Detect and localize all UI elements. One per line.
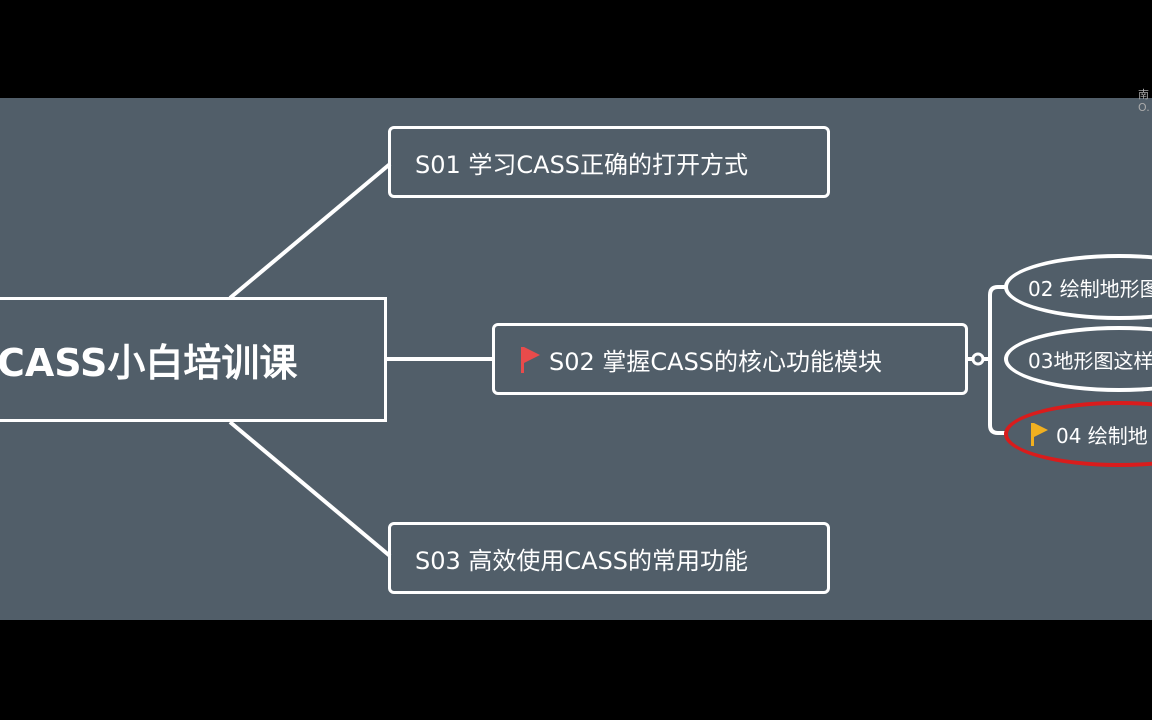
root-topic-label: CASS小白培训课 — [0, 341, 298, 385]
connector-bracket — [988, 285, 1006, 435]
subtopic-02-label: 02 绘制地形图 — [1028, 276, 1152, 301]
red-flag-icon — [519, 345, 541, 373]
yellow-flag-icon — [1030, 422, 1050, 446]
corner-text-2: O. — [1138, 101, 1150, 114]
connector-s01 — [228, 162, 392, 300]
branch-s02[interactable]: S02 掌握CASS的核心功能模块 — [492, 323, 968, 395]
branch-s02-label: S02 掌握CASS的核心功能模块 — [549, 347, 883, 376]
subtopic-04-label: 04 绘制地 — [1056, 423, 1148, 448]
branch-s01-label: S01 学习CASS正确的打开方式 — [415, 150, 749, 179]
connector-lines — [228, 162, 1006, 558]
branch-s03-label: S03 高效使用CASS的常用功能 — [415, 546, 749, 575]
root-topic[interactable]: CASS小白培训课 — [0, 297, 387, 422]
branch-s01[interactable]: S01 学习CASS正确的打开方式 — [388, 126, 830, 198]
mindmap-canvas: CASS小白培训课 S01 学习CASS正确的打开方式 S02 掌握CASS的核… — [0, 98, 1152, 620]
branch-s03[interactable]: S03 高效使用CASS的常用功能 — [388, 522, 830, 594]
connector-s03 — [228, 420, 392, 558]
collapse-toggle[interactable] — [971, 352, 985, 366]
subtopic-03-label: 03地形图这样 — [1028, 348, 1152, 373]
corner-text-1: 南 — [1138, 88, 1149, 101]
